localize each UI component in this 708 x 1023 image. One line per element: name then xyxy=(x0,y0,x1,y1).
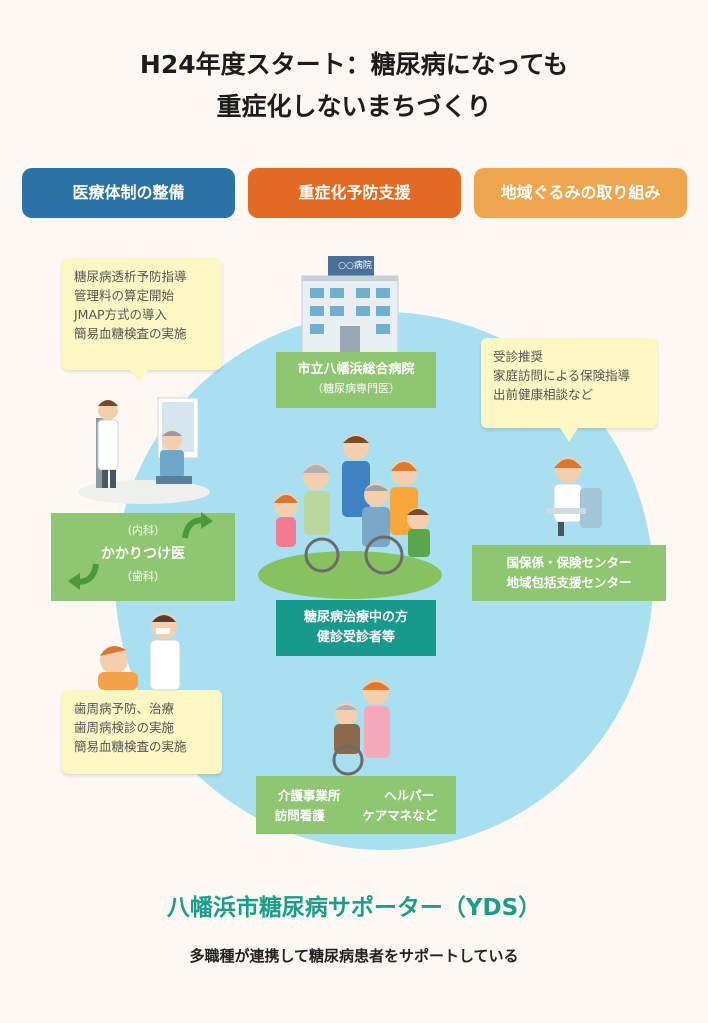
care-manager: ケアマネなど xyxy=(362,808,438,823)
note-line: 受診推奨 xyxy=(493,349,544,364)
patients-line-1: 糖尿病治療中の方 xyxy=(303,610,408,625)
note-line: 歯周病検診の実施 xyxy=(74,720,175,735)
hospital-building-icon xyxy=(301,256,399,355)
family-doctor-box: （内科） かかりつけ医 （歯科） xyxy=(51,513,235,601)
care-visiting-nurse: 訪問看護 xyxy=(274,808,325,823)
patients-box: 糖尿病治療中の方 健診受診者等 xyxy=(276,600,436,656)
footer-title: 八幡浜市糖尿病サポーター（YDS） xyxy=(166,895,542,921)
public-health-center-box: 国保係・保険センター 地域包括支援センター xyxy=(472,545,666,601)
note-line: 歯周病予防、治療 xyxy=(74,701,175,716)
clinic-doctor-illustration xyxy=(78,397,210,504)
note-medical-measures: 糖尿病透析予防指導 管理料の算定開始 JMAP方式の導入 簡易血糖検査の実施 xyxy=(62,258,222,370)
cycle-arrow-down-icon xyxy=(68,563,99,590)
hospital-name: 市立八幡浜総合病院 xyxy=(297,362,415,377)
care-office: 介護事業所 xyxy=(277,788,341,803)
caregiver-wheelchair-illustration xyxy=(332,679,390,776)
dentist-illustration xyxy=(98,613,181,691)
patients-family-illustration xyxy=(258,434,442,599)
footer-subtitle: 多職種が連携して糖尿病患者をサポートしている xyxy=(189,947,519,965)
note-line: 糖尿病透析予防指導 xyxy=(74,269,187,284)
note-line: 家庭訪問による保険指導 xyxy=(493,368,631,383)
category-severity-prevention: 重症化予防支援 xyxy=(248,168,461,218)
note-line: JMAP方式の導入 xyxy=(74,307,168,322)
care-services-box: 介護事業所 ヘルパー 訪問看護 ケアマネなど xyxy=(256,776,456,834)
hospital-subtitle: （糖尿病専門医） xyxy=(312,382,400,395)
health-nurse-illustration xyxy=(546,457,602,536)
patients-line-2: 健診受診者等 xyxy=(316,630,395,645)
title-line-2: 重症化しないまちづくり xyxy=(216,92,492,121)
page-title: H24年度スタート：糖尿病になっても 重症化しないまちづくり xyxy=(0,44,708,128)
category-medical-system: 医療体制の整備 xyxy=(22,168,235,218)
category-community-effort: 地域ぐるみの取り組み xyxy=(474,168,687,218)
center-line-2: 地域包括支援センター xyxy=(506,575,632,590)
note-line: 簡易血糖検査の実施 xyxy=(74,326,187,341)
note-support-measures: 受診推奨 家庭訪問による保険指導 出前健康相談など xyxy=(481,338,657,428)
hospital-box: 市立八幡浜総合病院 （糖尿病専門医） xyxy=(276,352,436,408)
note-line: 出前健康相談など xyxy=(493,387,594,402)
note-tail xyxy=(560,428,578,442)
clinic-dentistry: （歯科） xyxy=(121,570,165,583)
center-line-1: 国保係・保険センター xyxy=(506,555,632,570)
clinic-main-label: かかりつけ医 xyxy=(100,546,186,562)
clinic-internal-medicine: （内科） xyxy=(121,524,165,537)
cycle-arrow-up-icon xyxy=(182,512,213,539)
hospital-sign: ○○病院 xyxy=(338,261,372,271)
note-line: 簡易血糖検査の実施 xyxy=(74,739,187,754)
care-helper: ヘルパー xyxy=(384,788,435,803)
note-dental-measures: 歯周病予防、治療 歯周病検診の実施 簡易血糖検査の実施 xyxy=(62,690,222,774)
note-tail xyxy=(130,370,148,382)
title-line-1: H24年度スタート：糖尿病になっても xyxy=(139,50,569,79)
note-line: 管理料の算定開始 xyxy=(74,288,175,303)
